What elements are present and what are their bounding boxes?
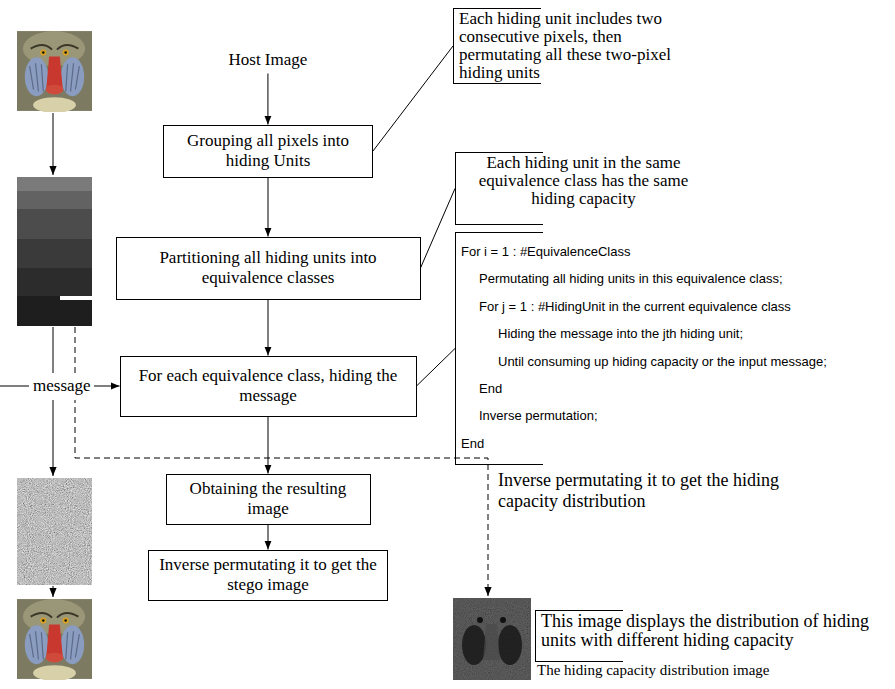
band bbox=[17, 239, 92, 268]
noise-image bbox=[17, 478, 92, 585]
band bbox=[17, 191, 92, 209]
message-line bbox=[0, 386, 29, 387]
callout-text: Each hiding unit includes two consecutiv… bbox=[459, 10, 674, 81]
code-line: Inverse permutation; bbox=[461, 402, 883, 429]
callout-bracket: Each hiding unit in the same equivalence… bbox=[455, 152, 710, 225]
image-arrow bbox=[53, 586, 54, 597]
band bbox=[17, 268, 92, 296]
image-arrow bbox=[53, 113, 54, 175]
node-text: Partitioning all hiding units into equiv… bbox=[125, 248, 412, 289]
flow-arrow bbox=[268, 178, 269, 237]
capacity-distribution-image bbox=[453, 598, 531, 680]
node-text: Grouping all pixels into hiding Units bbox=[172, 131, 364, 172]
flow-arrow bbox=[268, 525, 269, 550]
pseudocode-bracket: For i = 1 : #EquivalenceClassPermutating… bbox=[455, 232, 887, 465]
code-line: Hiding the message into the jth hiding u… bbox=[461, 320, 883, 347]
flow-arrow bbox=[267, 74, 268, 125]
process-box: Grouping all pixels into hiding Units bbox=[163, 125, 373, 178]
process-box: Inverse permutating it to get the stego … bbox=[148, 550, 388, 601]
band bbox=[17, 177, 92, 191]
message-input: message bbox=[30, 373, 94, 400]
leader-line bbox=[421, 189, 456, 269]
callout-text: Each hiding unit in the same equivalence… bbox=[461, 154, 706, 208]
face-shadow bbox=[500, 617, 506, 623]
node-text: Inverse permutating it to get the stego … bbox=[157, 555, 379, 596]
flow-arrow bbox=[268, 300, 269, 356]
noise-texture bbox=[453, 598, 531, 680]
capacity-band-image bbox=[17, 177, 92, 326]
face-shadow bbox=[462, 625, 486, 665]
process-box: For each equivalence class, hiding the m… bbox=[120, 356, 417, 417]
node-text: Obtaining the resulting image bbox=[175, 479, 362, 520]
node-text: For each equivalence class, hiding the m… bbox=[129, 366, 408, 407]
node-text: Host Image bbox=[229, 50, 308, 70]
code-line: End bbox=[461, 430, 883, 457]
dark-ground bbox=[453, 598, 531, 680]
leader-line bbox=[373, 46, 453, 151]
callout-text: This image displays the distribution of … bbox=[541, 612, 871, 650]
leader-line bbox=[417, 349, 456, 387]
input-label: Host Image bbox=[226, 47, 311, 74]
note-label: The hiding capacity distribution image bbox=[537, 662, 769, 679]
code-line: End bbox=[461, 375, 883, 402]
code-line: Until consuming up hiding capacity or th… bbox=[461, 348, 883, 375]
host-image bbox=[17, 31, 92, 113]
band bbox=[17, 296, 92, 326]
process-box: Partitioning all hiding units into equiv… bbox=[116, 237, 421, 300]
dashed-arrow bbox=[75, 327, 488, 596]
callout-bracket: Each hiding unit includes two consecutiv… bbox=[453, 8, 678, 84]
note-label: Inverse permutating it to get the hiding… bbox=[498, 470, 788, 511]
flow-arrow bbox=[268, 417, 269, 474]
band bbox=[17, 209, 92, 239]
stego-image bbox=[17, 599, 92, 681]
face-shadow bbox=[498, 625, 522, 665]
process-box: Obtaining the resulting image bbox=[166, 474, 371, 525]
flow-arrow bbox=[94, 386, 120, 387]
code-line: For j = 1 : #HidingUnit in the current e… bbox=[461, 293, 883, 320]
code-line: For i = 1 : #EquivalenceClass bbox=[461, 238, 883, 265]
code-line: Permutating all hiding units in this equ… bbox=[461, 265, 883, 292]
callout-bracket: This image displays the distribution of … bbox=[535, 610, 875, 662]
node-text: message bbox=[33, 376, 91, 396]
face-shadow bbox=[483, 624, 500, 660]
image-arrow bbox=[53, 327, 54, 476]
face-shadow bbox=[477, 617, 483, 623]
